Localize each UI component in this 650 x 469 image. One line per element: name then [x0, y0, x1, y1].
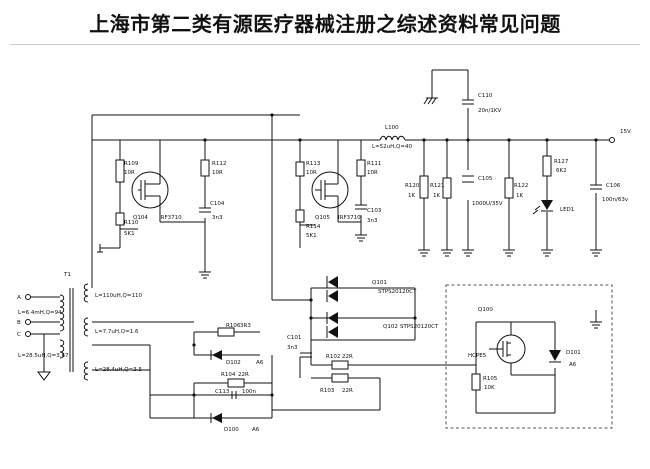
label-r121: R121	[430, 183, 444, 189]
label-q101-part: STPS20120CT	[378, 289, 417, 295]
label-r122: R122	[514, 183, 528, 189]
label-r113: R113	[306, 161, 321, 167]
output-stage-box	[445, 284, 613, 429]
page-title: 上海市第二类有源医疗器械注册之综述资料常见问题	[89, 12, 561, 36]
label-r120-value: 1K	[408, 193, 415, 199]
label-q102-part: STPS20120CT	[400, 324, 439, 330]
label-q100-part: HCPE5	[468, 353, 487, 359]
label-c106-value: 100n/63v	[602, 197, 629, 203]
label-c103-value: 3n3	[367, 218, 378, 224]
label-r110-value: 5K1	[124, 231, 135, 237]
label-c110-value: 20n/1KV	[478, 108, 501, 114]
label-d100-value: A6	[252, 427, 260, 433]
label-l100-value: L=52uH,Q=40	[372, 144, 412, 150]
label-d102: D102	[226, 360, 241, 366]
mosfet-q105	[311, 162, 349, 214]
label-c106: C106	[606, 183, 621, 189]
label-r104-value: 22R	[238, 372, 249, 378]
label-r105-value: 10K	[484, 385, 495, 391]
label-c113: C113	[215, 389, 230, 395]
label-r102: R102	[326, 354, 340, 360]
label-c104: C104	[210, 201, 225, 207]
label-r114-value: 5K1	[306, 233, 317, 239]
label-r127: R127	[554, 159, 569, 165]
label-d100: D100	[224, 427, 239, 433]
transformer-t1	[28, 283, 89, 381]
label-led1: LED1	[560, 207, 574, 213]
label-r122-value: 1K	[516, 193, 523, 199]
label-port-c: C	[17, 332, 21, 338]
label-c104-value: 3n3	[212, 215, 223, 221]
label-q104: Q104	[133, 215, 148, 221]
label-c101: C101	[287, 335, 301, 341]
wires	[91, 69, 612, 419]
label-r106: R106	[226, 323, 241, 329]
label-r105: R105	[483, 376, 498, 382]
label-r127-value: 6K2	[556, 168, 567, 174]
label-l2: L=7.7uH,Q=1.6	[95, 329, 139, 335]
label-d101-value: A6	[569, 362, 577, 368]
diodes	[210, 200, 561, 423]
label-r121-value: 1K	[433, 193, 440, 199]
label-c110: C110	[478, 93, 493, 99]
inductor-l100	[379, 135, 406, 141]
label-q100: Q100	[478, 307, 493, 313]
label-r109-value: 10R	[124, 170, 135, 176]
label-port-b: B	[17, 320, 21, 326]
label-l100: L100	[385, 125, 399, 131]
component-labels: R109 10R R110 5K1 Q104 IRF3710 R112 10R …	[17, 93, 631, 433]
label-r104: R104	[221, 372, 236, 378]
label-r103-value: 22R	[342, 388, 353, 394]
mosfet-q104	[131, 162, 169, 214]
label-lbc: L=28.5uH,Q=3.67	[18, 353, 69, 359]
resistors	[115, 155, 552, 391]
label-r113-value: 10R	[306, 170, 317, 176]
label-port-a: A	[17, 295, 21, 301]
ground-symbols	[97, 97, 602, 329]
label-r110: R110	[124, 220, 139, 226]
label-r111: R111	[367, 161, 381, 167]
label-c105-value: 1000U/35V	[472, 201, 503, 207]
label-r112: R112	[212, 161, 226, 167]
label-c113-value: 100n	[242, 389, 256, 395]
label-q105-part: IRF3710	[338, 215, 361, 221]
label-d101: D101	[566, 350, 581, 356]
label-r114: R114	[306, 224, 321, 230]
label-r109: R109	[124, 161, 139, 167]
label-r112-value: 10R	[212, 170, 223, 176]
label-q101: Q101	[372, 280, 387, 286]
label-l3: L=28.4uH,Q=3.5	[95, 367, 142, 373]
label-15v: 15V	[620, 129, 631, 135]
label-r120: R120	[405, 183, 420, 189]
label-c105: C105	[478, 176, 493, 182]
label-q105: Q105	[315, 215, 330, 221]
capacitors	[199, 99, 602, 399]
label-r111-value: 10R	[367, 170, 378, 176]
title-divider	[10, 44, 640, 45]
junction-dots	[192, 113, 598, 397]
label-t1: T1	[63, 272, 71, 278]
label-r103: R103	[320, 388, 335, 394]
label-d102-value: A6	[256, 360, 264, 366]
label-q102: Q102	[383, 324, 398, 330]
label-r102-value: 22R	[342, 354, 353, 360]
label-lab: L=6.4mH,Q=94	[18, 310, 62, 316]
label-c101-value: 3n3	[287, 345, 298, 351]
label-q104-part: IRF3710	[159, 215, 182, 221]
label-c103: C103	[367, 208, 382, 214]
label-r106-value: 3R3	[240, 323, 251, 329]
mosfet-q100	[496, 334, 526, 364]
label-l1: L=110uH,Q=110	[95, 293, 142, 299]
